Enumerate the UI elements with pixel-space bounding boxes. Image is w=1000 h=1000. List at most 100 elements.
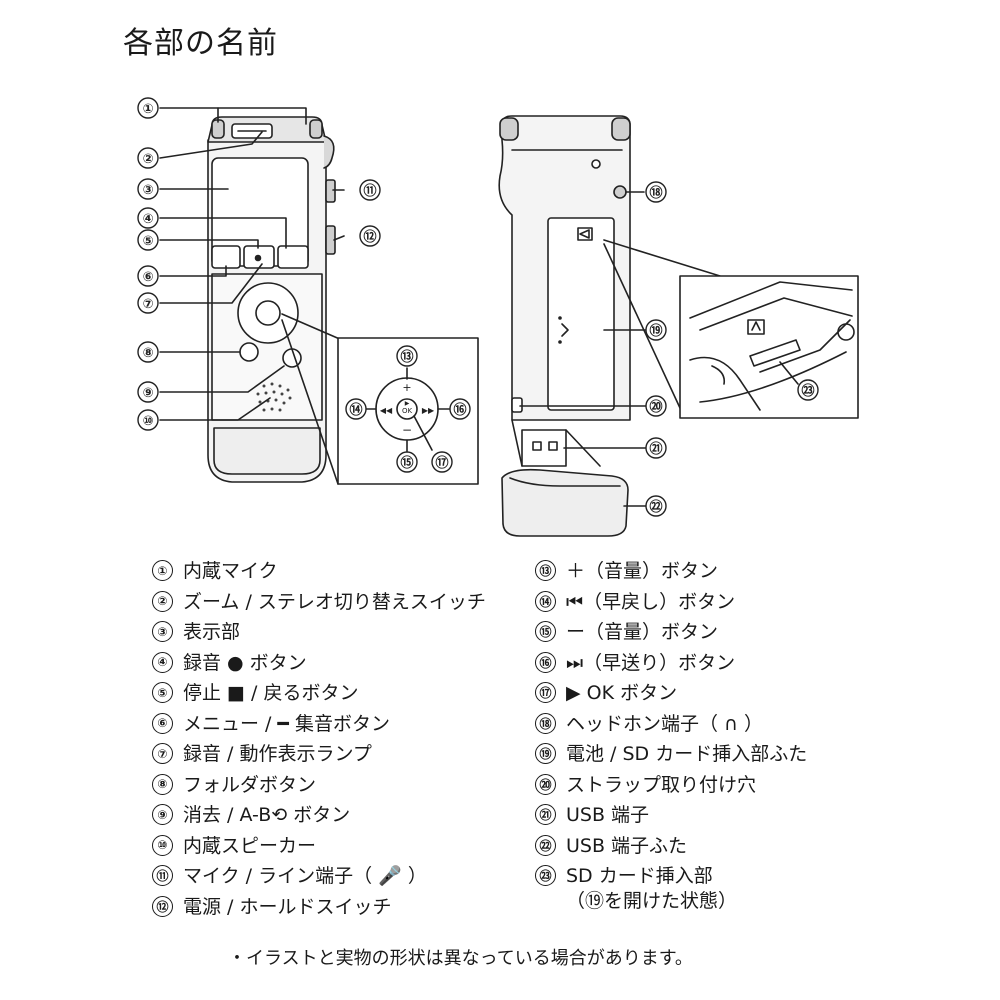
svg-text:⑪: ⑪ xyxy=(363,183,376,199)
callout-5: ⑤ xyxy=(137,229,159,251)
item-label: 表示部 xyxy=(183,619,240,645)
item-label: 内蔵スピーカー xyxy=(183,833,316,859)
list-item: ⑬＋（音量）ボタン xyxy=(535,558,807,589)
item-label: ⏭（早送り）ボタン xyxy=(566,650,735,676)
item-number: ② xyxy=(152,590,173,612)
list-item: ㉑ USB 端子 xyxy=(535,802,807,833)
item-number: ⑱ xyxy=(535,712,556,734)
item-label-text: USB 端子 xyxy=(566,804,650,826)
list-item: ④ 録音 ● ボタン xyxy=(152,650,486,681)
callout-2: ② xyxy=(137,147,159,169)
item-label: マイク / ライン端子（ 🎤 ） xyxy=(183,863,427,889)
item-number: ① xyxy=(152,560,173,581)
item-label-text: 表示部 xyxy=(183,621,241,643)
item-label: USB 端子 xyxy=(566,802,649,828)
item-label: 電池 / SD カード挿入部ふた xyxy=(566,741,807,767)
callout-14: ⑭ xyxy=(345,398,367,420)
svg-text:⑥: ⑥ xyxy=(142,270,153,285)
item-label-text: マイク / ライン端子（ 🎤 ） xyxy=(183,865,427,887)
svg-text:⑦: ⑦ xyxy=(142,297,153,312)
callout-18: ⑱ xyxy=(645,181,667,203)
list-item: ⑮ ー（音量）ボタン xyxy=(535,619,807,650)
item-label-text: メニュー / ━ 集音ボタン xyxy=(183,712,390,735)
back-leader-lines xyxy=(519,191,721,507)
item-label-text: ヘッドホン端子（ ∩ ） xyxy=(566,712,763,735)
device-diagram: + − ◀◀ ▶▶ ▶ OK xyxy=(137,97,859,537)
item-label-text: ＋（音量）ボタン xyxy=(566,560,719,582)
callout-20: ⑳ xyxy=(645,395,667,417)
svg-text:㉑: ㉑ xyxy=(649,441,662,457)
item-number: ⑯ xyxy=(535,651,556,673)
item-number: ⑤ xyxy=(152,682,173,703)
item-label-text: 消去 / A-B⟲ ボタン xyxy=(183,804,351,826)
item-number: ⑨ xyxy=(152,804,173,825)
svg-text:㉒: ㉒ xyxy=(649,499,662,515)
item-number: ㉑ xyxy=(535,804,556,825)
item-label-text: SD カード挿入部 xyxy=(566,865,713,887)
callout-6: ⑥ xyxy=(137,265,159,287)
svg-text:+: + xyxy=(402,381,411,394)
svg-text:⑲: ⑲ xyxy=(649,323,662,339)
callout-4: ④ xyxy=(137,207,159,229)
item-label-text: ー（音量）ボタン xyxy=(566,621,719,643)
callout-23: ㉓ xyxy=(797,379,819,401)
item-label-text: フォルダボタン xyxy=(183,773,317,796)
item-number: ⑩ xyxy=(152,834,173,856)
svg-text:⑯: ⑯ xyxy=(453,402,466,418)
item-label-text: 電源 / ホールドスイッチ xyxy=(183,895,392,918)
svg-text:⑳: ⑳ xyxy=(649,399,662,415)
item-number: ④ xyxy=(152,651,173,673)
svg-text:−: − xyxy=(402,423,412,437)
item-label: 電源 / ホールドスイッチ xyxy=(183,894,391,920)
item-number: ③ xyxy=(152,621,173,642)
svg-text:④: ④ xyxy=(142,212,153,227)
svg-text:①: ① xyxy=(142,102,153,117)
ok-label: OK xyxy=(402,407,413,415)
list-item: ⑲ 電池 / SD カード挿入部ふた xyxy=(535,741,807,772)
item-label: 録音 ● ボタン xyxy=(183,650,307,676)
item-label: 消去 / A-B⟲ ボタン xyxy=(183,802,350,828)
item-label: ヘッドホン端子（ ∩ ） xyxy=(566,711,763,737)
list-item: ⑯ ⏭（早送り）ボタン xyxy=(535,650,807,681)
callout-19: ⑲ xyxy=(645,319,667,341)
item-label: ⏮（早戻し）ボタン xyxy=(566,589,735,615)
callout-10: ⑩ xyxy=(137,409,159,431)
item-number: ⑦ xyxy=(152,743,173,764)
list-item: ⑰▶ OK ボタン xyxy=(535,680,807,711)
callout-17: ⑰ xyxy=(431,451,453,473)
list-item: ⑨ 消去 / A-B⟲ ボタン xyxy=(152,802,486,833)
disclaimer-note: ・イラストと実物の形状は異なっている場合があります。 xyxy=(228,948,693,969)
item-label-text: 電池 / SD カード挿入部ふた xyxy=(566,743,808,765)
item-label: ストラップ取り付け穴 xyxy=(566,772,756,798)
svg-text:⑩: ⑩ xyxy=(142,414,153,429)
item-number: ⑮ xyxy=(535,621,556,642)
item-number: ⑥ xyxy=(152,712,173,734)
list-item: ② ズーム / ステレオ切り替えスイッチ xyxy=(152,589,486,620)
list-item: ⑤ 停止 ■ / 戻るボタン xyxy=(152,680,486,711)
front-leader-lines xyxy=(159,107,345,421)
svg-text:⑤: ⑤ xyxy=(142,234,153,249)
item-label-text: ズーム / ステレオ切り替えスイッチ xyxy=(183,590,486,613)
svg-text:⑱: ⑱ xyxy=(649,185,662,201)
item-label-text: USB 端子ふた xyxy=(566,834,688,857)
item-number: ⑰ xyxy=(535,682,556,703)
list-item: ⑥ メニュー / ━ 集音ボタン xyxy=(152,711,486,742)
item-label-text: ストラップ取り付け穴 xyxy=(566,773,757,796)
svg-text:▶▶: ▶▶ xyxy=(422,406,435,415)
item-label: 録音 / 動作表示ランプ xyxy=(183,741,372,767)
callout-9: ⑨ xyxy=(137,381,159,403)
item-label: USB 端子ふた xyxy=(566,833,687,859)
item-label-text: 停止 ■ / 戻るボタン xyxy=(183,682,359,704)
item-label: ＋（音量）ボタン xyxy=(566,558,718,584)
item-number: ⑲ xyxy=(535,743,556,764)
item-label: 停止 ■ / 戻るボタン xyxy=(183,680,358,706)
callout-21: ㉑ xyxy=(645,437,667,459)
callout-8: ⑧ xyxy=(137,341,159,363)
